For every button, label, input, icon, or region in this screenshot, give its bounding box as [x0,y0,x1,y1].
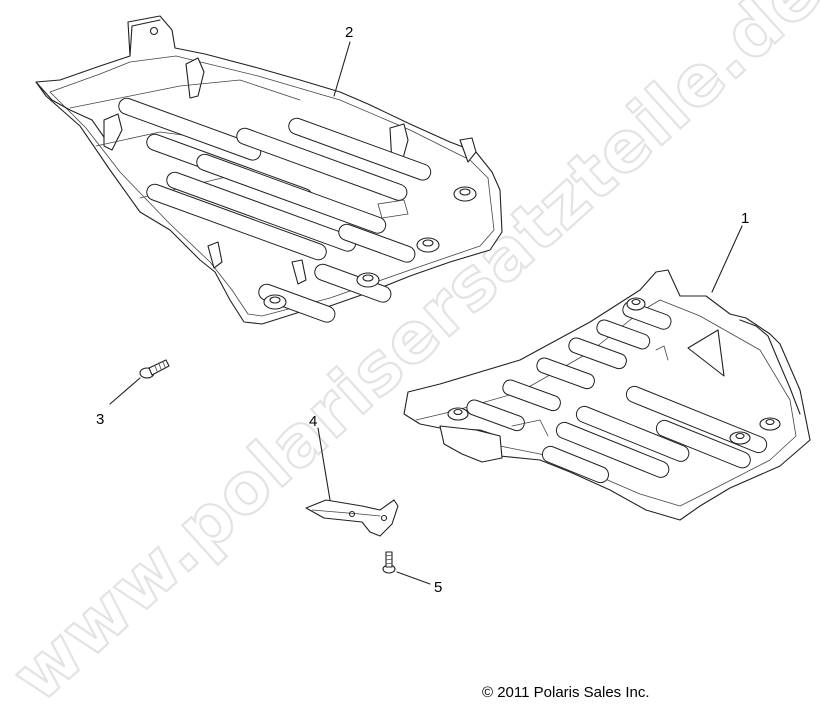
callout-1: 1 [741,210,749,227]
skid-plate-2-ribs [118,97,432,323]
leader-lines [109,41,743,585]
skid-plate-part-2 [35,15,503,325]
copyright-notice: © 2011 Polaris Sales Inc. [482,684,650,701]
bracket-part-4 [305,499,399,537]
callout-2: 2 [345,24,353,41]
skid-plate-1-mount-bosses [447,297,781,445]
skid-plate-part-1 [403,269,811,521]
bolt-part-3 [139,359,170,379]
callout-4: 4 [309,413,317,430]
skid-plate-2-mount-bosses [263,186,477,310]
callout-3: 3 [96,411,104,428]
callouts: 1 2 3 4 5 [96,24,749,596]
callout-5: 5 [434,579,442,596]
screw-part-5 [382,551,396,574]
